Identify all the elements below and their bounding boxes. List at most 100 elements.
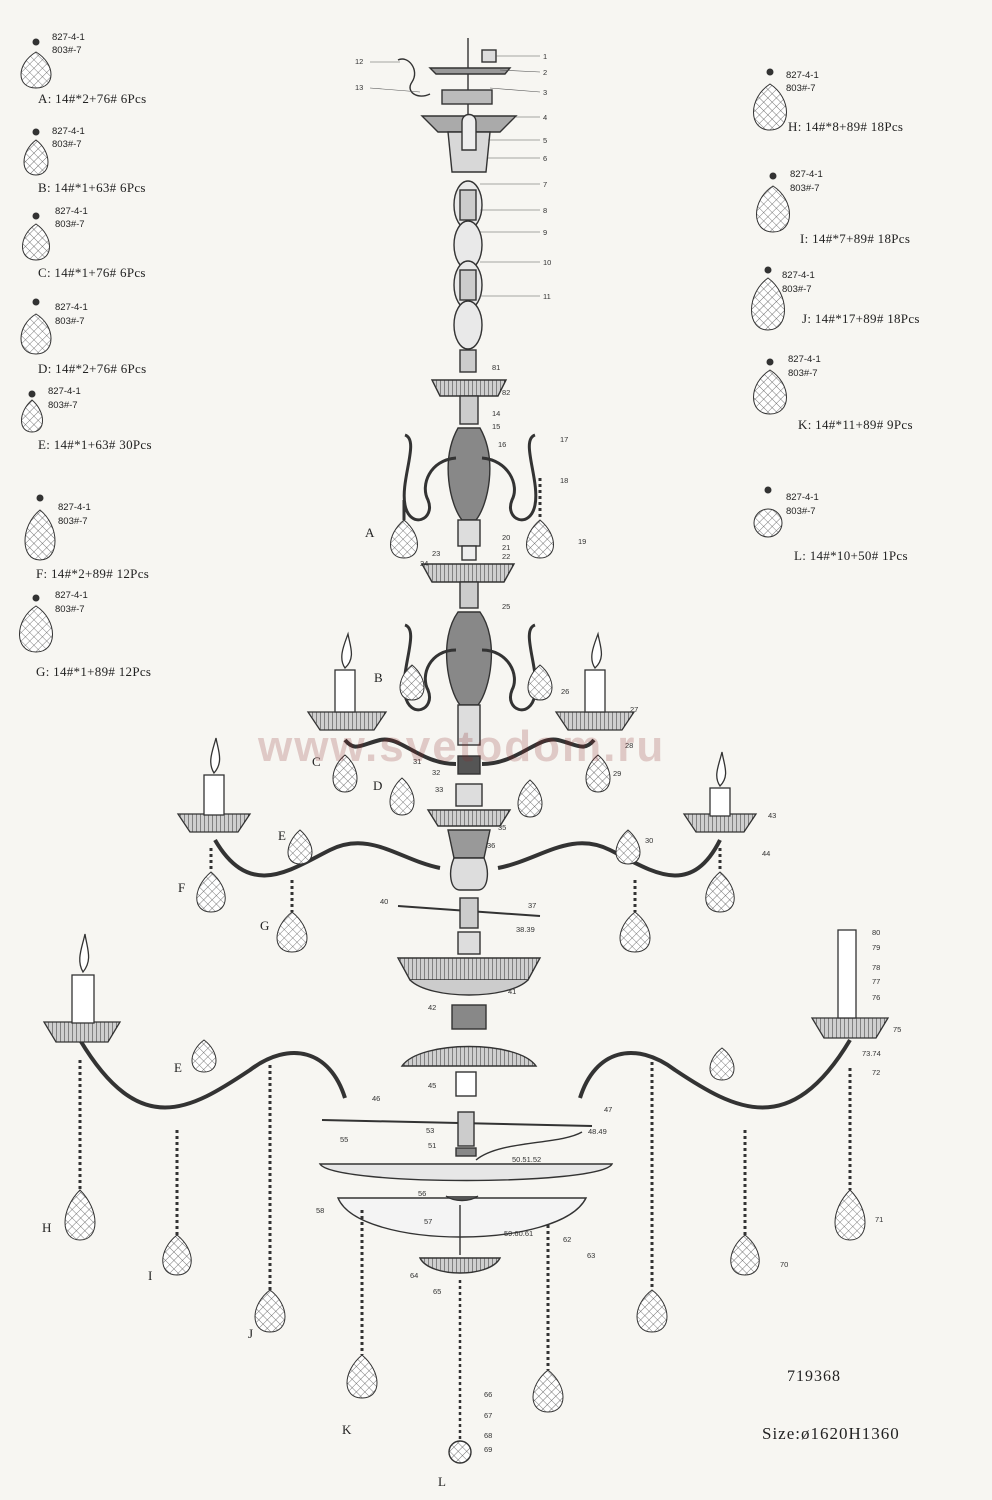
part-12: 12 — [355, 57, 363, 66]
part-19: 19 — [578, 537, 586, 546]
legend-k-code2: 803#-7 — [788, 368, 818, 379]
legend-a-label: A: 14#*2+76# 6Pcs — [38, 91, 147, 106]
part-46: 46 — [372, 1094, 380, 1103]
part-32: 32 — [432, 768, 440, 777]
legend-g-label: G: 14#*1+89# 12Pcs — [36, 664, 152, 679]
part-26: 26 — [561, 687, 569, 696]
part-58: 58 — [316, 1206, 324, 1215]
legend-j-code1: 827-4-1 — [782, 270, 815, 281]
part-20: 20 — [502, 533, 510, 542]
part-79: 79 — [872, 943, 880, 952]
part-15: 15 — [492, 422, 500, 431]
part-29: 29 — [613, 769, 621, 778]
part-45: 45 — [428, 1081, 436, 1090]
part-number-labels: 1 2 3 4 5 6 7 8 9 10 11 12 13 14 15 16 1… — [316, 52, 901, 1454]
part-2: 2 — [543, 68, 547, 77]
part-69: 69 — [484, 1445, 492, 1454]
legend-d-code2: 803#-7 — [55, 316, 85, 327]
part-47: 47 — [604, 1105, 612, 1114]
part-14: 14 — [492, 409, 500, 418]
crystal-icon-h — [753, 68, 787, 131]
part-71: 71 — [875, 1215, 883, 1224]
part-57: 57 — [424, 1217, 432, 1226]
part-44: 44 — [762, 849, 770, 858]
part-37: 37 — [528, 901, 536, 910]
candle-arms — [78, 737, 852, 1110]
letter-h: H — [42, 1220, 51, 1235]
central-stem — [318, 38, 614, 1464]
part-40: 40 — [380, 897, 388, 906]
part-4: 4 — [543, 113, 547, 122]
letter-d: D — [373, 778, 382, 793]
part-23: 23 — [432, 549, 440, 558]
crystal-icon-b — [23, 128, 49, 176]
assembly-letter-labels: A B C D E F G E H I J K L — [42, 525, 446, 1489]
legend-i-code2: 803#-7 — [790, 183, 820, 194]
part-31: 31 — [413, 757, 421, 766]
leader-lines — [369, 55, 541, 297]
legend-e-label: E: 14#*1+63# 30Pcs — [38, 437, 152, 452]
legend-e-code1: 827-4-1 — [48, 386, 81, 397]
part-51: 51 — [428, 1141, 436, 1150]
legend-l-code1: 827-4-1 — [786, 492, 819, 503]
watermark: www.svetodom.ru — [258, 722, 666, 771]
part-33: 33 — [435, 785, 443, 794]
letter-e-lower: E — [174, 1060, 182, 1075]
legend-i-code1: 827-4-1 — [790, 169, 823, 180]
crystal-icon-a — [20, 38, 52, 89]
letter-f: F — [178, 880, 185, 895]
part-8: 8 — [543, 206, 547, 215]
legend-c-label: C: 14#*1+76# 6Pcs — [38, 265, 146, 280]
part-11: 11 — [543, 292, 551, 301]
legend-a-code2: 803#-7 — [52, 45, 82, 56]
crystal-icon-k — [753, 358, 787, 415]
letter-e-upper: E — [278, 828, 286, 843]
part-1: 1 — [543, 52, 547, 61]
legend-e-code2: 803#-7 — [48, 400, 78, 411]
legend-l-label: L: 14#*10+50# 1Pcs — [794, 548, 908, 563]
part-75: 75 — [893, 1025, 901, 1034]
crystal-icon-d — [20, 298, 52, 355]
crystal-icon-e — [21, 390, 43, 433]
crystal-icon-i — [756, 172, 790, 233]
crystal-icon-l — [753, 486, 783, 538]
part-5: 5 — [543, 136, 547, 145]
letter-i: I — [148, 1268, 152, 1283]
candle-cups — [42, 631, 890, 1043]
part-64: 64 — [410, 1271, 418, 1280]
part-35: 35 — [498, 823, 506, 832]
part-43: 43 — [768, 811, 776, 820]
part-80: 80 — [872, 928, 880, 937]
legend-j-label: J: 14#*17+89# 18Pcs — [802, 311, 920, 326]
legend-a-code1: 827-4-1 — [52, 32, 85, 43]
part-25: 25 — [502, 602, 510, 611]
legend-f-code1: 827-4-1 — [58, 502, 91, 513]
crystal-icon-j — [751, 266, 785, 331]
part-67: 67 — [484, 1411, 492, 1420]
model-number: 719368 — [787, 1368, 841, 1385]
part-78: 78 — [872, 963, 880, 972]
legend-h-code2: 803#-7 — [786, 83, 816, 94]
part-13: 13 — [355, 83, 363, 92]
legend-c-code2: 803#-7 — [55, 219, 85, 230]
crystal-drops — [64, 519, 866, 1413]
crystal-icon-f — [24, 494, 56, 561]
legend-b-code1: 827-4-1 — [52, 126, 85, 137]
part-68: 68 — [484, 1431, 492, 1440]
legend-g-code1: 827-4-1 — [55, 590, 88, 601]
part-18: 18 — [560, 476, 568, 485]
legend-b-code2: 803#-7 — [52, 139, 82, 150]
legend-j-code2: 803#-7 — [782, 284, 812, 295]
part-36: 36 — [487, 841, 495, 850]
part-72: 72 — [872, 1068, 880, 1077]
part-59-60-61: 59.60.61 — [504, 1229, 533, 1238]
part-9: 9 — [543, 228, 547, 237]
part-30: 30 — [645, 836, 653, 845]
letter-b: B — [374, 670, 383, 685]
part-53: 53 — [426, 1126, 434, 1135]
legend-crystal-icons — [19, 38, 790, 653]
part-65: 65 — [433, 1287, 441, 1296]
part-66: 66 — [484, 1390, 492, 1399]
part-77: 77 — [872, 977, 880, 986]
part-28: 28 — [625, 741, 633, 750]
